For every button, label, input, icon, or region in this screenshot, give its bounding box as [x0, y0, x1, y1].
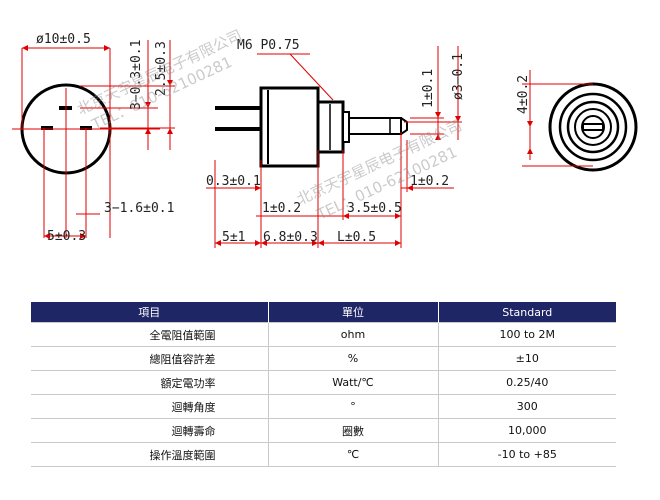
row-unit: ° — [268, 394, 439, 419]
row-unit: ohm — [268, 322, 439, 347]
row-item: 全電阻值範圍 — [31, 322, 269, 347]
dim-4: 4±0.2 — [516, 75, 531, 114]
row-standard: ±10 — [438, 346, 616, 371]
thread-label: M6 P0.75 — [237, 38, 300, 53]
table-row: 迴轉壽命 圈數 10,000 — [31, 418, 616, 443]
dim-1-a: 1±0.2 — [262, 201, 301, 216]
dim-shaft-diameter: ø3−0.1 — [451, 53, 466, 100]
row-item: 迴轉角度 — [31, 394, 269, 419]
header-standard: Standard — [438, 302, 616, 323]
row-unit: Watt/℃ — [268, 370, 439, 395]
table-row: 額定電功率 Watt/℃ 0.25/40 — [31, 370, 616, 395]
dim-1-b: 1±0.2 — [410, 174, 449, 189]
row-item: 迴轉壽命 — [31, 418, 269, 443]
row-standard: -10 to +85 — [438, 442, 616, 467]
row-standard: 0.25/40 — [438, 370, 616, 395]
dim-1-vertical: 1±0.1 — [421, 69, 436, 108]
row-standard: 100 to 2M — [438, 322, 616, 347]
row-unit: % — [268, 346, 439, 371]
row-item: 總阻值容許差 — [31, 346, 269, 371]
header-item: 項目 — [31, 302, 269, 323]
table-row: 迴轉角度 ° 300 — [31, 394, 616, 419]
table-row: 全電阻值範圍 ohm 100 to 2M — [31, 322, 616, 347]
side-view: M6 P0.75 0.3±0.1 1±0.2 3.5±0.5 1±0.2 5±1… — [206, 38, 466, 248]
table-row: 總阻值容許差 % ±10 — [31, 346, 616, 371]
dim-3.5: 3.5±0.5 — [347, 201, 402, 216]
dim-5: 5±1 — [222, 230, 245, 245]
dim-2.5: 2.5±0.3 — [154, 41, 169, 96]
dim-3-0.3: 3−0.3±0.1 — [129, 40, 144, 110]
dim-0.3: 0.3±0.1 — [206, 174, 261, 189]
row-standard: 300 — [438, 394, 616, 419]
dim-5-left: 5±0.3 — [47, 229, 86, 244]
row-unit: ℃ — [268, 442, 439, 467]
rear-view: 4±0.2 — [516, 70, 638, 172]
front-view: ø10±0.5 3−0.3±0.1 2.5±0.3 3−1.6±0.1 5±0.… — [12, 32, 175, 244]
row-standard: 10,000 — [438, 418, 616, 443]
dim-diameter-10: ø10±0.5 — [36, 32, 91, 47]
technical-drawing: ø10±0.5 3−0.3±0.1 2.5±0.3 3−1.6±0.1 5±0.… — [12, 26, 638, 248]
row-item: 額定電功率 — [31, 370, 269, 395]
table-row: 操作溫度範圍 ℃ -10 to +85 — [31, 442, 616, 467]
dim-6.8: 6.8±0.3 — [263, 230, 318, 245]
row-item: 操作溫度範圍 — [31, 442, 269, 467]
spec-table: 項目 單位 Standard 全電阻值範圍 ohm 100 to 2M 總阻值容… — [31, 302, 616, 467]
row-unit: 圈數 — [268, 418, 439, 443]
dim-L: L±0.5 — [337, 230, 376, 245]
dim-3-1.6: 3−1.6±0.1 — [104, 201, 174, 216]
header-unit: 單位 — [268, 302, 439, 323]
spec-table-header: 項目 單位 Standard — [31, 302, 616, 323]
